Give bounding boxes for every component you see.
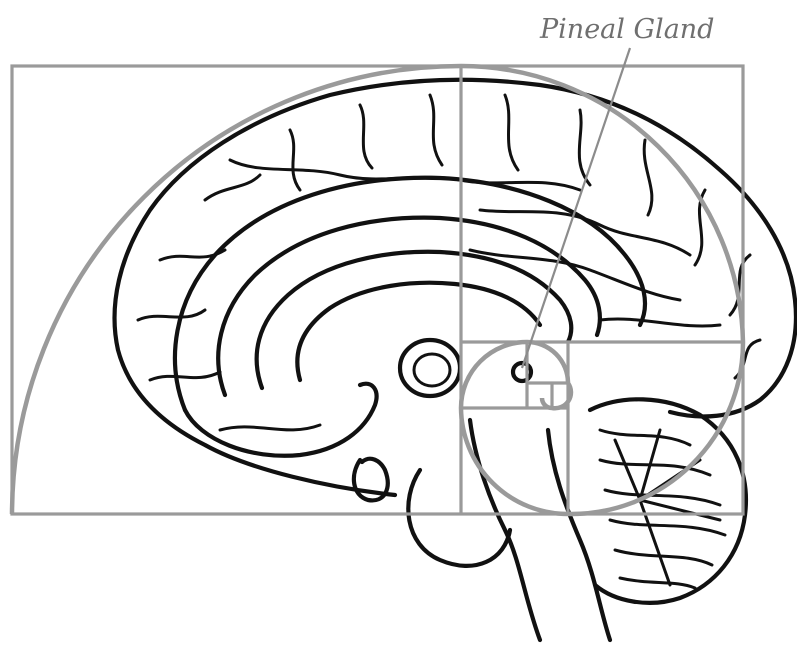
- temporal-lobe: [185, 384, 377, 456]
- gyrus-line: [205, 175, 260, 200]
- gyrus-line: [290, 130, 300, 190]
- cerebrum-outline: [115, 80, 796, 495]
- thalamus-inner: [414, 354, 450, 386]
- gyrus-line: [150, 372, 220, 380]
- gyrus-line: [138, 310, 205, 320]
- gyrus-line: [505, 95, 518, 170]
- gyrus-line: [430, 95, 442, 165]
- gyrus-line: [230, 160, 580, 190]
- cerebellum-folia: [605, 490, 720, 505]
- cerebellum-folia: [610, 520, 725, 535]
- temporal-gyrus: [220, 425, 320, 430]
- pineal-gland-label: Pineal Gland: [539, 14, 714, 45]
- brainstem: [470, 420, 610, 640]
- gyrus-line: [600, 319, 720, 326]
- cerebellum-folia: [600, 430, 690, 445]
- cerebellum: [590, 399, 746, 603]
- pituitary: [354, 459, 388, 501]
- cerebellum-folia: [620, 578, 695, 588]
- gyrus-line: [360, 105, 372, 168]
- gyrus-line: [644, 140, 652, 215]
- fornix: [297, 283, 540, 380]
- brain-sagittal-section: [115, 80, 796, 640]
